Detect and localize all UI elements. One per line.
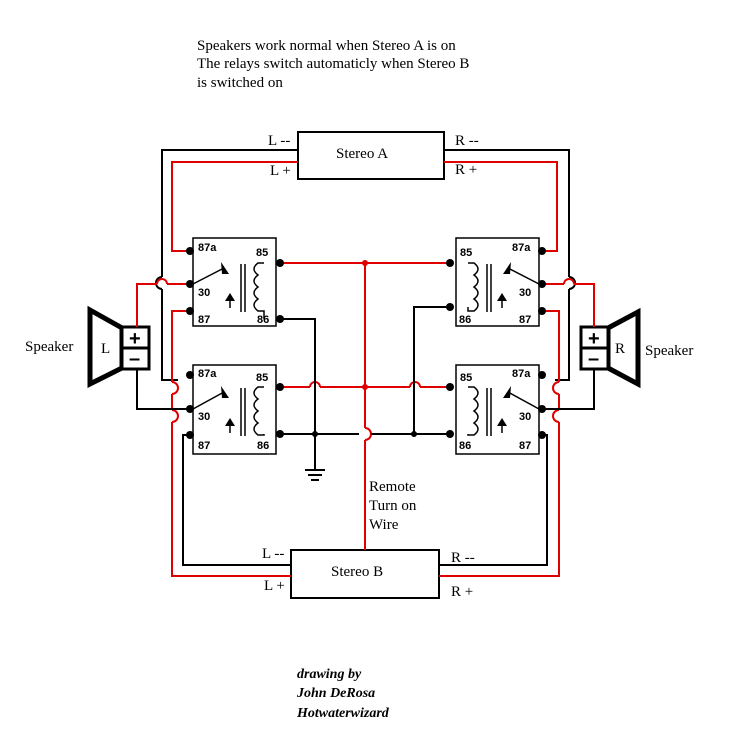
terminals: [186, 247, 546, 439]
stereo-b-l-minus-label: L --: [262, 546, 284, 562]
right-speaker-plus: +: [588, 328, 600, 350]
stereo-a-r-plus-label: R +: [455, 162, 477, 178]
relay-switch-icon: [192, 262, 235, 308]
stereo-a-label: Stereo A: [336, 146, 388, 162]
pin-87: 87: [198, 314, 210, 326]
stereo-b-label: Stereo B: [331, 564, 383, 580]
stereo-b-l-plus-label: L +: [264, 578, 285, 594]
right-speaker-channel: R: [615, 341, 625, 357]
remote-label-line-1: Remote: [369, 479, 416, 495]
stereo-b-r-plus-wire: [439, 310, 560, 577]
pin-85: 85: [256, 372, 268, 384]
ground-tie-left: [280, 318, 316, 434]
left-speaker-minus: –: [129, 348, 140, 370]
relay-switch-icon: [497, 386, 540, 433]
pin-30: 30: [198, 287, 210, 299]
credit-line-2: John DeRosa: [296, 686, 375, 701]
pin-87a: 87a: [198, 368, 217, 380]
relay-switch-icon: [192, 386, 235, 433]
pin-86: 86: [257, 440, 269, 452]
ground-tie-right: [413, 306, 450, 434]
remote-label-line-2: Turn on: [369, 498, 417, 514]
pin-30: 30: [519, 287, 531, 299]
credit-line-1: drawing by: [297, 667, 362, 682]
left-speaker-channel: L: [101, 341, 110, 357]
stereo-b-r-minus-label: R --: [451, 550, 475, 566]
stereo-b-r-plus-label: R +: [451, 584, 473, 600]
right-speaker-label: Speaker: [645, 343, 693, 359]
left-speaker-label: Speaker: [25, 339, 73, 355]
pin-87a: 87a: [198, 242, 217, 254]
ground-icon: [305, 434, 325, 481]
relay-left-top: 87a 30 87 85 86: [192, 237, 277, 327]
relay-right-bottom: 85 86 87a 30 87: [455, 364, 540, 455]
relay-coil-icon: [240, 262, 265, 319]
note-line-3: is switched on: [197, 75, 283, 91]
pin-87a: 87a: [512, 242, 531, 254]
relay-switch-icon: [497, 262, 540, 308]
left-speaker: + – L Speaker: [25, 305, 151, 389]
stereo-a-r-minus-label: R --: [455, 133, 479, 149]
pin-86: 86: [459, 440, 471, 452]
note-line-2: The relays switch automaticly when Stere…: [197, 56, 469, 72]
pin-85: 85: [460, 247, 472, 259]
stereo-a-l-plus-wire: [171, 161, 298, 252]
stereo-a-r-plus-wire: [444, 161, 558, 252]
pin-30: 30: [519, 411, 531, 423]
pin-86: 86: [257, 314, 269, 326]
relay-right-top: 85 86 87a 30 87: [455, 237, 540, 327]
left-speaker-minus-wire: [136, 369, 190, 410]
stereo-b-l-plus-wire: [171, 310, 291, 577]
relay-left-bottom: 87a 30 87 85 86: [192, 364, 277, 455]
pin-87: 87: [198, 440, 210, 452]
right-speaker-minus-wire: [542, 369, 595, 410]
pin-85: 85: [256, 247, 268, 259]
left-speaker-plus-wire: [136, 283, 190, 327]
left-speaker-plus: +: [129, 328, 141, 350]
relay-coil-icon: [467, 262, 492, 312]
relay-coil-icon: [467, 386, 492, 436]
stereo-a-l-minus-label: L --: [268, 133, 290, 149]
right-speaker: + – R Speaker: [579, 307, 693, 389]
pin-30: 30: [198, 411, 210, 423]
stereo-a: Stereo A: [297, 131, 445, 180]
pin-87a: 87a: [512, 368, 531, 380]
credit-line-3: Hotwaterwizard: [296, 706, 390, 721]
pin-87: 87: [519, 440, 531, 452]
stereo-b: Stereo B: [290, 549, 440, 599]
stereo-a-l-plus-label: L +: [270, 163, 291, 179]
right-speaker-minus: –: [588, 348, 599, 370]
note-line-1: Speakers work normal when Stereo A is on: [197, 38, 456, 54]
relay-coil-icon: [240, 386, 265, 436]
pin-85: 85: [460, 372, 472, 384]
pin-87: 87: [519, 314, 531, 326]
remote-label-line-3: Wire: [369, 517, 399, 533]
pin-86: 86: [459, 314, 471, 326]
